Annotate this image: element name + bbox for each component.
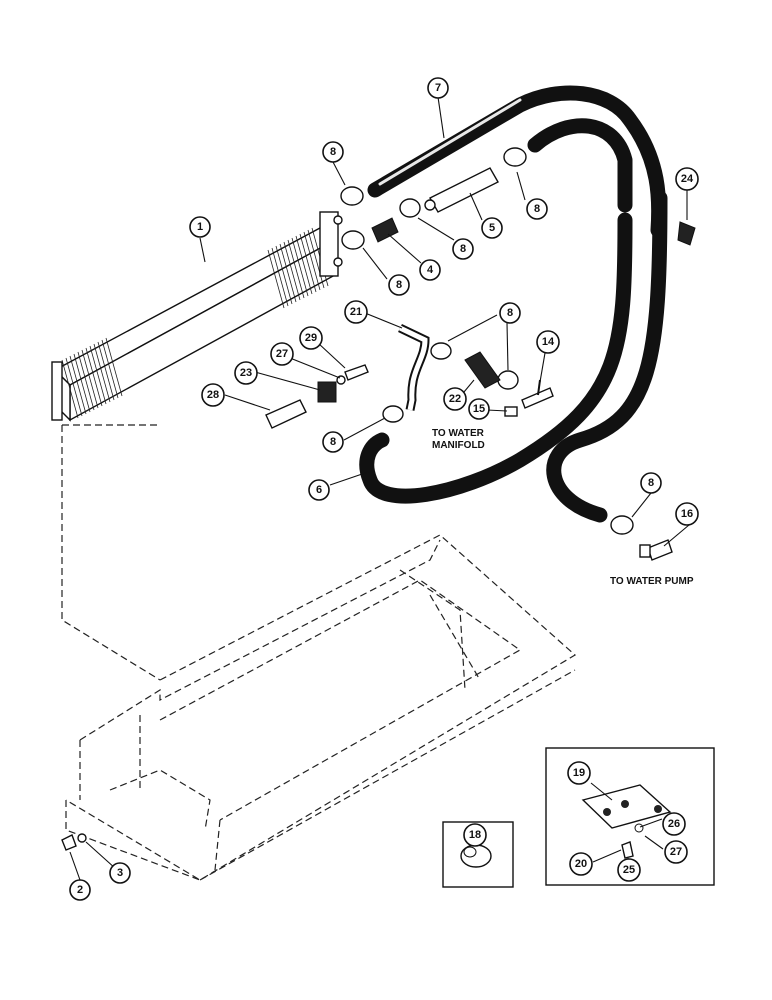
callout-1: 1 xyxy=(189,216,211,238)
callout-19: 19 xyxy=(567,761,591,785)
callout-26: 26 xyxy=(662,812,686,836)
callout-23: 23 xyxy=(234,361,258,385)
svg-text:27: 27 xyxy=(670,846,682,858)
hose-6 xyxy=(359,212,633,504)
callout-8: 8 xyxy=(640,472,662,494)
valve-5 xyxy=(424,167,499,213)
svg-text:8: 8 xyxy=(648,477,654,489)
svg-text:2: 2 xyxy=(77,884,83,896)
svg-text:1: 1 xyxy=(197,221,203,233)
svg-text:26: 26 xyxy=(668,818,680,830)
svg-text:25: 25 xyxy=(623,864,635,876)
svg-text:8: 8 xyxy=(460,243,466,255)
screw-29 xyxy=(344,364,369,381)
fitting-15 xyxy=(504,406,518,417)
callout-27: 27 xyxy=(270,342,294,366)
callout-8: 8 xyxy=(452,238,474,260)
callout-8: 8 xyxy=(526,198,548,220)
svg-text:8: 8 xyxy=(534,203,540,215)
callout-16: 16 xyxy=(675,502,699,526)
callout-7: 7 xyxy=(427,77,449,99)
hose-upper-right xyxy=(527,118,633,213)
callout-18: 18 xyxy=(463,823,487,847)
bolt-2-washer-3 xyxy=(61,833,87,851)
callout-15: 15 xyxy=(468,398,490,420)
svg-text:8: 8 xyxy=(330,146,336,158)
note-to-water-manifold: TO WATER MANIFOLD xyxy=(432,428,485,451)
callout-2: 2 xyxy=(69,879,91,901)
tube-4 xyxy=(371,217,399,243)
svg-text:8: 8 xyxy=(507,307,513,319)
svg-text:6: 6 xyxy=(316,484,322,496)
svg-text:18: 18 xyxy=(469,829,481,841)
svg-text:7: 7 xyxy=(435,82,441,94)
callout-14: 14 xyxy=(536,330,560,354)
svg-text:20: 20 xyxy=(575,858,587,870)
callout-8: 8 xyxy=(388,274,410,296)
callout-27: 27 xyxy=(664,840,688,864)
callout-28: 28 xyxy=(201,383,225,407)
clamps xyxy=(340,147,634,535)
block-23 xyxy=(317,381,337,403)
note-to-water-pump: TO WATER PUMP xyxy=(610,576,694,587)
callout-8: 8 xyxy=(322,141,344,163)
callout-8: 8 xyxy=(499,302,521,324)
svg-text:MANIFOLD: MANIFOLD xyxy=(432,440,485,451)
svg-text:TO WATER: TO WATER xyxy=(432,428,485,439)
svg-text:24: 24 xyxy=(681,173,694,185)
svg-text:23: 23 xyxy=(240,367,252,379)
svg-text:8: 8 xyxy=(396,279,402,291)
leader-lines xyxy=(69,96,690,881)
callout-5: 5 xyxy=(481,217,503,239)
callout-3: 3 xyxy=(109,862,131,884)
inset-18 xyxy=(442,821,514,888)
callout-20: 20 xyxy=(569,852,593,876)
hose-to-pump xyxy=(546,190,668,523)
heater-core xyxy=(51,211,343,422)
svg-text:3: 3 xyxy=(117,867,123,879)
callout-4: 4 xyxy=(419,259,441,281)
svg-text:8: 8 xyxy=(330,436,336,448)
svg-text:5: 5 xyxy=(489,222,495,234)
callout-6: 6 xyxy=(308,479,330,501)
elbow-21 xyxy=(398,323,430,411)
tube-22 xyxy=(464,351,501,389)
svg-text:29: 29 xyxy=(305,332,317,344)
valve-14 xyxy=(521,379,554,409)
svg-text:4: 4 xyxy=(427,264,434,276)
svg-text:22: 22 xyxy=(449,393,461,405)
svg-text:21: 21 xyxy=(350,306,362,318)
svg-text:14: 14 xyxy=(542,336,555,348)
svg-text:19: 19 xyxy=(573,767,585,779)
svg-text:28: 28 xyxy=(207,389,219,401)
callout-25: 25 xyxy=(617,858,641,882)
svg-text:27: 27 xyxy=(276,348,288,360)
sleeve-28 xyxy=(265,399,307,429)
callout-21: 21 xyxy=(344,300,368,324)
svg-text:15: 15 xyxy=(473,403,485,415)
callout-8: 8 xyxy=(322,431,344,453)
svg-text:16: 16 xyxy=(681,508,693,520)
callout-22: 22 xyxy=(443,387,467,411)
clip-24 xyxy=(677,221,696,246)
callout-24: 24 xyxy=(675,167,699,191)
callout-29: 29 xyxy=(299,326,323,350)
tank-outline xyxy=(61,424,577,881)
